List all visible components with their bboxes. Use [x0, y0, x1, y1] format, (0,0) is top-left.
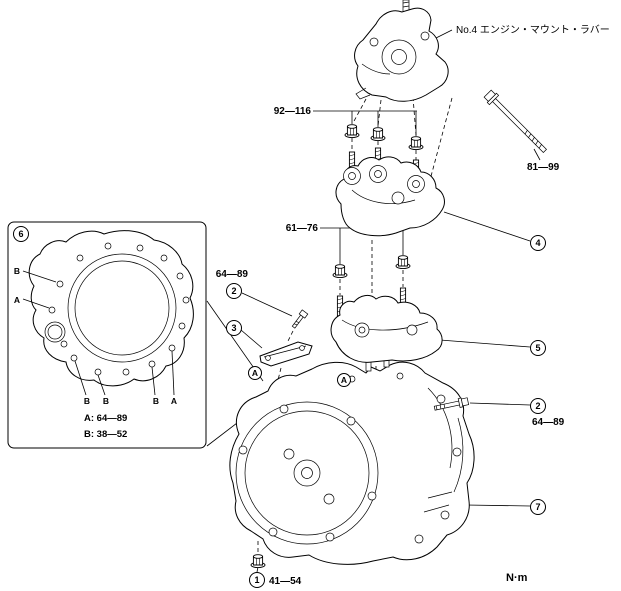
point-label-b: B	[153, 396, 159, 406]
small-bolt-icon	[291, 309, 309, 329]
svg-text:4: 4	[535, 238, 540, 248]
callout-4: 4	[530, 235, 546, 251]
point-label-b: B	[14, 266, 20, 276]
part-no4-engine-mount	[354, 0, 449, 102]
svg-text:2: 2	[231, 286, 236, 296]
callout-2-right: 2	[530, 398, 546, 414]
torque-top-nuts: 92—116	[274, 106, 312, 117]
torque-right-bolt: 64—89	[532, 417, 565, 428]
svg-text:A: A	[341, 375, 347, 385]
bolt-hole-icons	[48, 242, 190, 376]
svg-text:1: 1	[254, 575, 259, 585]
part-right-bolt	[433, 397, 470, 411]
callout-3: 3	[226, 320, 242, 336]
part-mount-bracket-upper	[335, 147, 445, 237]
flange-nut-icon	[332, 264, 348, 279]
point-label-b: B	[84, 396, 90, 406]
part-title: No.4 エンジン・マウント・ラバー	[456, 24, 610, 36]
part-small-bracket	[259, 309, 313, 367]
point-label-b: B	[103, 396, 109, 406]
inset-legend-b: B: 38—52	[84, 429, 127, 440]
flange-nut-icon	[344, 124, 360, 139]
svg-text:7: 7	[535, 502, 540, 512]
inset-letter-leaders	[22, 270, 175, 396]
svg-text:3: 3	[231, 323, 236, 333]
inset-legend-a: A: 64—89	[84, 413, 127, 424]
svg-text:5: 5	[535, 343, 540, 353]
callout-7: 7	[530, 499, 546, 515]
flange-nut-icon	[250, 554, 266, 569]
callout-2-left: 2	[226, 283, 242, 299]
torque-long-bolt: 81—99	[527, 162, 560, 173]
assembly-dashed-lines	[257, 96, 453, 552]
flange-nut-icon	[370, 127, 386, 142]
torque-mid-nuts: 61—76	[286, 223, 319, 234]
labels-and-callouts: No.4 エンジン・マウント・ラバー 92—116 81—99 61—76 64…	[216, 24, 610, 588]
callout-5: 5	[530, 340, 546, 356]
flange-nut-icon	[408, 136, 424, 151]
callout-1: 1	[249, 572, 265, 588]
part-long-bolt	[483, 89, 547, 153]
svg-text:A: A	[252, 368, 258, 378]
svg-text:6: 6	[18, 229, 23, 239]
point-label-a: A	[14, 295, 20, 305]
unit-label: N·m	[506, 572, 528, 584]
torque-bottom-nut: 41—54	[269, 576, 302, 587]
part-mount-bracket-lower	[330, 287, 443, 363]
svg-text:2: 2	[535, 401, 540, 411]
torque-left-bolt: 64—89	[216, 269, 249, 280]
point-marker-a-right: A	[337, 373, 351, 387]
inset-detail-box: B A B B B A A: 64—89 B: 38—52 6	[7, 221, 207, 449]
point-marker-a-left: A	[248, 366, 262, 380]
part-transaxle	[229, 355, 475, 565]
flange-nut-icon	[395, 255, 411, 270]
callout-6: 6	[13, 226, 29, 242]
point-label-a: A	[171, 396, 177, 406]
